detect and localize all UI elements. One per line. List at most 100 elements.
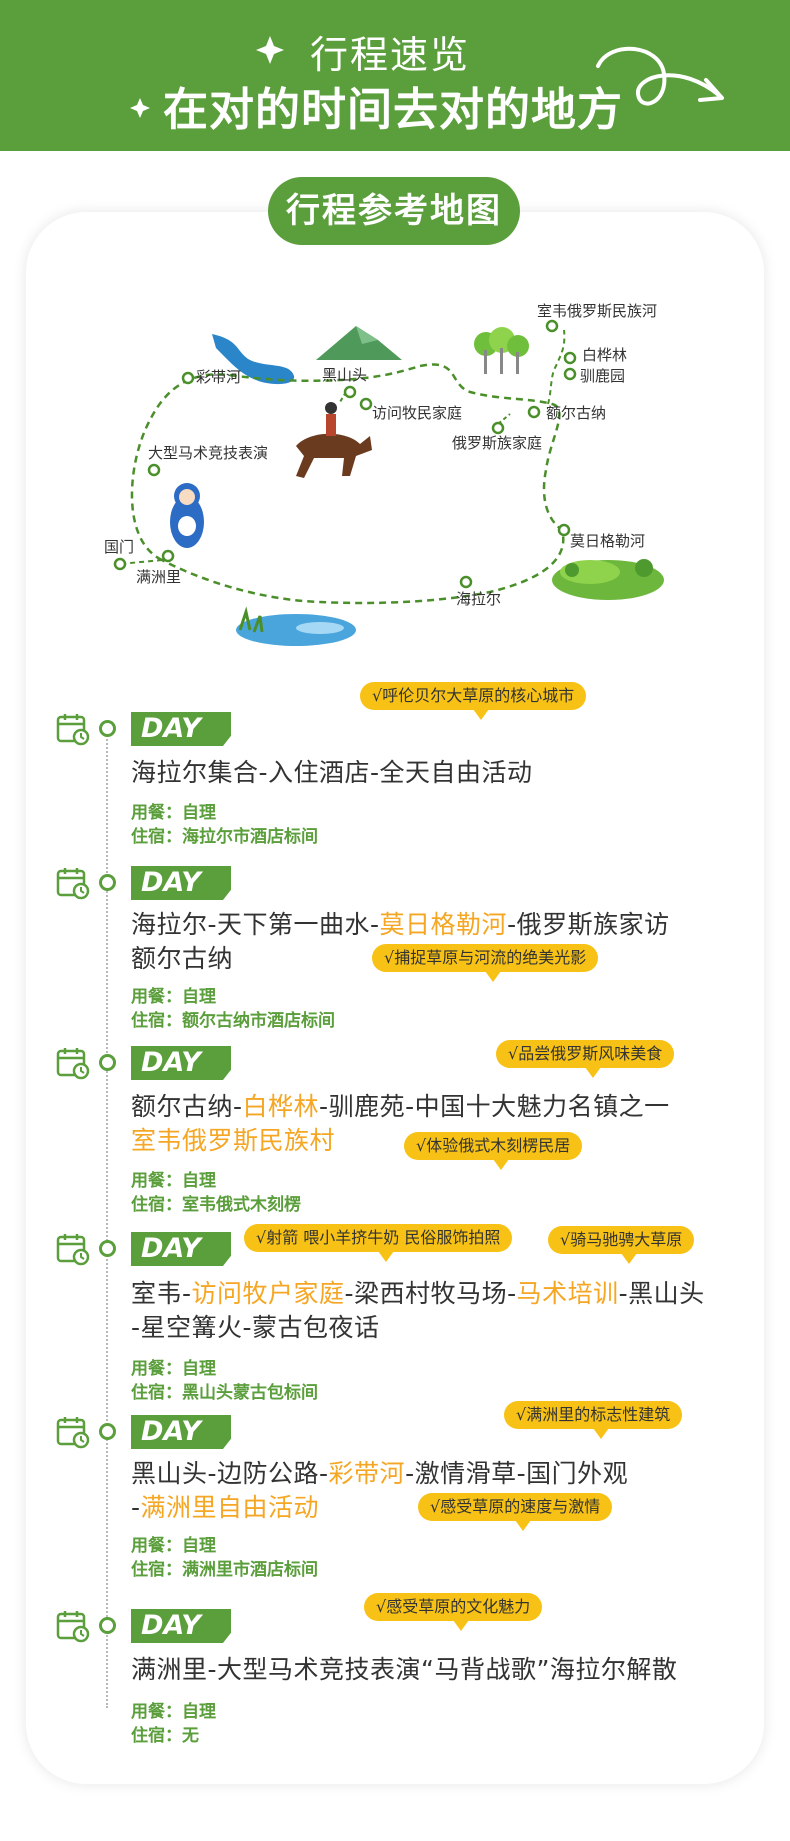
calendar-icon — [56, 1415, 90, 1449]
route-text: -梁西村牧马场- — [344, 1279, 517, 1308]
day-badge: DAY 06 — [131, 1609, 231, 1643]
day-route: 海拉尔-天下第一曲水-莫日格勒河-俄罗斯族家访额尔古纳 — [131, 908, 670, 976]
route-text: -星空篝火-蒙古包夜话 — [131, 1313, 380, 1342]
itinerary-card — [26, 212, 764, 1784]
route-text: 室韦- — [131, 1279, 192, 1308]
marker-morigele — [557, 523, 571, 537]
header-banner: 行程速览 在对的时间去对的地方 — [0, 0, 790, 151]
marker-heishantou — [359, 397, 373, 411]
day-badge: DAY 01 — [131, 712, 231, 746]
calendar-icon — [56, 1232, 90, 1266]
route-highlight: 室韦俄罗斯民族村 — [131, 1126, 336, 1155]
route-path — [130, 363, 565, 605]
timeline-dot — [99, 1240, 116, 1257]
day-route: 黑山头-边防公路-彩带河-激情滑草-国门外观-满洲里自由活动 — [131, 1457, 628, 1525]
horse-rider-illustration — [296, 402, 372, 478]
map-label-eluosi: 俄罗斯族家庭 — [452, 434, 542, 452]
meal-info: 用餐：自理 — [131, 1702, 216, 1722]
timeline-dot — [99, 874, 116, 891]
highlight-tag: √捕捉草原与河流的绝美光影 — [372, 944, 599, 982]
calendar-icon — [56, 866, 90, 900]
swoosh-arrow-icon — [596, 46, 722, 106]
marker-erguna — [527, 405, 541, 419]
route-text: -俄罗斯族家访 — [507, 910, 670, 939]
marker-caidaihe — [181, 371, 195, 385]
timeline-line — [106, 728, 108, 1708]
route-highlight: 莫日格勒河 — [379, 910, 508, 939]
mountain-illustration — [316, 326, 402, 360]
map-label-erguna: 额尔古纳 — [546, 404, 606, 422]
day-route: 满洲里-大型马术竞技表演“马背战歌”海拉尔解散 — [131, 1653, 677, 1687]
map-label-morigele: 莫日格勒河 — [570, 532, 645, 550]
route-text: 海拉尔-天下第一曲水- — [131, 910, 380, 939]
day-route: 海拉尔集合-入住酒店-全天自由活动 — [131, 756, 533, 790]
stay-info: 住宿：室韦俄式木刻楞 — [131, 1195, 301, 1215]
timeline-dot — [99, 1617, 116, 1634]
stay-info: 住宿：满洲里市酒店标间 — [131, 1560, 318, 1580]
highlight-tag: √感受草原的文化魅力 — [364, 1593, 543, 1631]
route-text: 额尔古纳- — [131, 1092, 243, 1121]
map-label-hailaer: 海拉尔 — [456, 590, 501, 608]
lake-illustration — [236, 614, 356, 646]
meal-info: 用餐：自理 — [131, 803, 216, 823]
day-route: 额尔古纳-白桦林-驯鹿苑-中国十大魅力名镇之一室韦俄罗斯民族村 — [131, 1090, 670, 1158]
highlight-tag: √感受草原的速度与激情 — [418, 1493, 613, 1531]
marker-guomen — [113, 557, 127, 571]
calendar-icon — [56, 1046, 90, 1080]
highlight-tag: √射箭 喂小羊挤牛奶 民俗服饰拍照 — [244, 1224, 513, 1262]
calendar-icon — [56, 712, 90, 746]
map-label-xunluyuan: 驯鹿园 — [580, 367, 625, 385]
stay-info: 住宿：额尔古纳市酒店标间 — [131, 1011, 335, 1031]
header-title: 在对的时间去对的地方 — [163, 83, 624, 136]
highlight-tag: √满洲里的标志性建筑 — [504, 1401, 683, 1439]
sparkle-small-icon — [130, 98, 150, 118]
map-label-shiwei: 室韦俄罗斯民族河 — [537, 302, 657, 320]
marker-fangwen — [343, 385, 357, 399]
timeline-dot — [99, 1054, 116, 1071]
map-label-baihualin: 白桦林 — [582, 346, 627, 364]
highlight-tag: √呼伦贝尔大草原的核心城市 — [360, 682, 587, 720]
timeline-dot — [99, 720, 116, 737]
map-label-caidaihe: 彩带河 — [196, 368, 241, 386]
marker-hailaer — [459, 575, 473, 589]
map-label-mashu: 大型马术竞技表演 — [148, 444, 268, 462]
marker-baihualin — [563, 351, 577, 365]
grassland-illustration — [552, 559, 664, 600]
route-text: -驯鹿苑-中国十大魅力名镇之一 — [319, 1092, 670, 1121]
banner-decoration — [130, 36, 724, 118]
route-text: 海拉尔集合-入住酒店-全天自由活动 — [131, 758, 533, 787]
birch-tree-illustration — [474, 327, 529, 374]
matryoshka-illustration — [170, 483, 204, 548]
route-text: -激情滑草-国门外观 — [405, 1459, 629, 1488]
sparkle-icon — [256, 36, 284, 64]
map-label-fangwen: 访问牧民家庭 — [372, 404, 462, 422]
calendar-icon — [56, 1609, 90, 1643]
highlight-tag: √骑马驰骋大草原 — [548, 1226, 695, 1264]
map-label-manzhouli: 满洲里 — [136, 568, 181, 586]
marker-eluosi — [491, 421, 505, 435]
route-highlight: 白桦林 — [242, 1092, 320, 1121]
stay-info: 住宿：海拉尔市酒店标间 — [131, 827, 318, 847]
route-text: -黑山头 — [618, 1279, 705, 1308]
day-badge: DAY 02 — [131, 866, 231, 900]
route-highlight: 彩带河 — [328, 1459, 406, 1488]
map-label-heishantou: 黑山头 — [322, 366, 367, 384]
day-route: 室韦-访问牧户家庭-梁西村牧马场-马术培训-黑山头 -星空篝火-蒙古包夜话 — [131, 1277, 705, 1345]
route-highlight: 马术培训 — [516, 1279, 619, 1308]
stay-info: 住宿：无 — [131, 1726, 199, 1746]
route-map: 室韦俄罗斯民族河 白桦林 驯鹿园 额尔古纳 俄罗斯族家庭 黑山头 访问牧民家庭 … — [104, 302, 664, 646]
route-text: - — [131, 1493, 141, 1522]
day-badge: DAY 05 — [131, 1415, 231, 1449]
marker-xunluyuan — [563, 367, 577, 381]
header-subtitle: 行程速览 — [310, 33, 471, 77]
meal-info: 用餐：自理 — [131, 1536, 216, 1556]
meal-info: 用餐：自理 — [131, 987, 216, 1007]
river-illustration — [212, 334, 295, 385]
timeline-dot — [99, 1423, 116, 1440]
route-highlight: 访问牧户家庭 — [191, 1279, 345, 1308]
route-highlight: 满洲里自由活动 — [140, 1493, 320, 1522]
highlight-tag: √体验俄式木刻楞民居 — [404, 1132, 583, 1170]
marker-shiwei — [545, 319, 559, 333]
stay-info: 住宿：黑山头蒙古包标间 — [131, 1383, 318, 1403]
route-text: 满洲里-大型马术竞技表演“马背战歌”海拉尔解散 — [131, 1655, 678, 1684]
